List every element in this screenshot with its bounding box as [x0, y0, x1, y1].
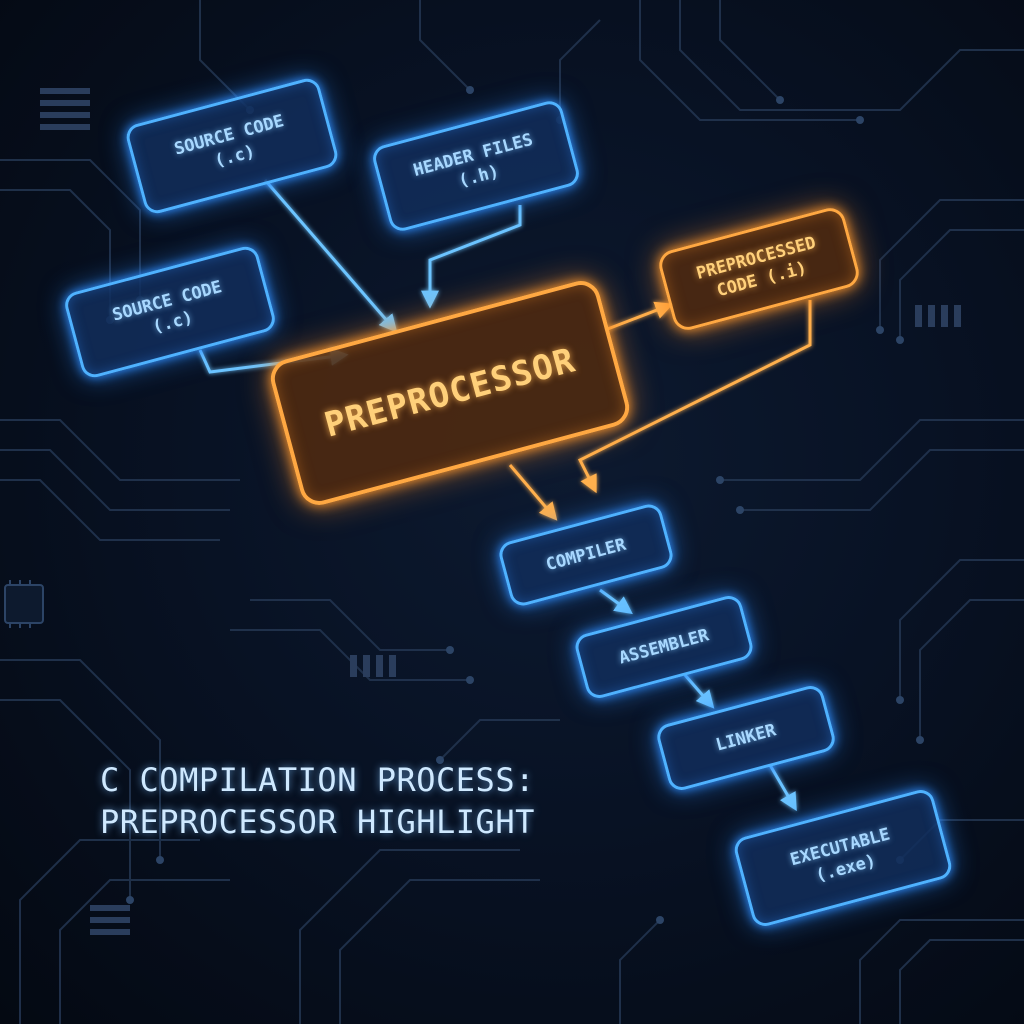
- node-label: ASSEMBLER: [616, 625, 712, 669]
- arrow-preprocessor-to-compiler: [508, 464, 558, 521]
- arrow-header-to-preprocessor: [421, 205, 522, 309]
- node-label: LINKER: [713, 720, 779, 756]
- node-label: COMPILER: [543, 534, 629, 576]
- circuit-stripe-blocks: [40, 88, 961, 935]
- arrow-source-top-to-preprocessor: [263, 179, 398, 333]
- arrow-preprocessed-to-compiler: [577, 300, 812, 494]
- arrow-compiler-to-assembler: [599, 588, 633, 615]
- diagram-title: C COMPILATION PROCESS: PREPROCESSOR HIGH…: [100, 760, 535, 843]
- arrow-linker-to-executable: [768, 764, 797, 812]
- title-line-2: PREPROCESSOR HIGHLIGHT: [100, 802, 535, 841]
- node-label: PREPROCESSOR: [320, 340, 580, 446]
- chip-icon: [4, 580, 44, 628]
- arrow-preprocessor-to-preprocessed: [604, 301, 674, 332]
- title-line-1: C COMPILATION PROCESS:: [100, 761, 535, 799]
- arrow-assembler-to-linker: [683, 674, 715, 709]
- flow-arrows: [198, 179, 812, 812]
